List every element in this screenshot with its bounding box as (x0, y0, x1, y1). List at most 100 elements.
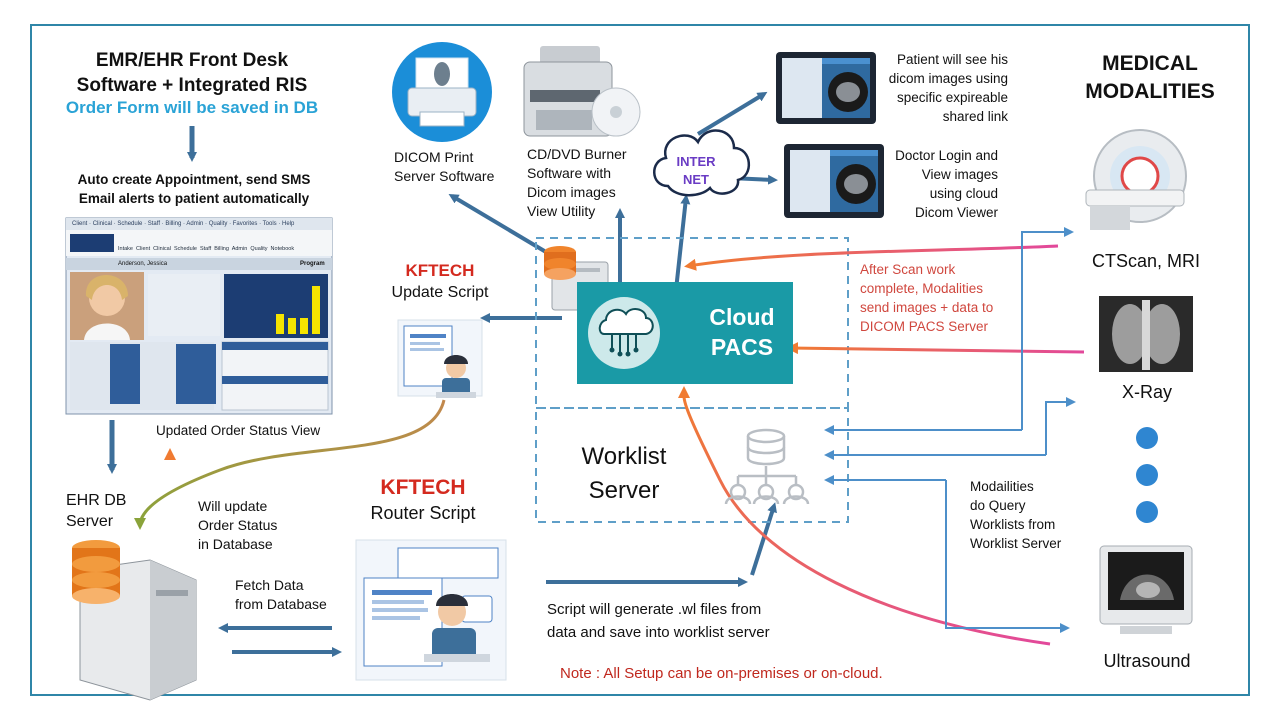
app-tool-staff[interactable]: Staff (199, 246, 212, 252)
modalities-query-note: Modailities do Query Worklists from Work… (970, 477, 1061, 553)
app-nav-favorites[interactable]: Favorites (232, 221, 258, 227)
app-nav-tools[interactable]: Tools (262, 221, 277, 227)
router-script-illustration (355, 539, 507, 681)
fetch-line2: from Database (235, 596, 327, 612)
app-nav-schedule[interactable]: Schedule (117, 221, 143, 227)
arrow-xray-to-pacs (786, 342, 1085, 355)
scan-line1: After Scan work (860, 262, 956, 277)
ehr-app-screenshot (65, 217, 333, 415)
doctor-line2: View images (921, 167, 998, 182)
doctor-line1: Doctor Login and (895, 148, 998, 163)
worklist-boundary (535, 407, 849, 523)
ultrasound-label: Ultrasound (1103, 651, 1191, 671)
patient-viewer-tablet-icon (776, 52, 876, 124)
internet-label: INTER NET (664, 153, 728, 189)
query-line-xray (1045, 397, 1076, 455)
modality-dots (1136, 427, 1158, 523)
internet-line1: INTER (676, 154, 716, 169)
app-tool-quality[interactable]: Quality (250, 246, 268, 252)
script-generate-note: Script will generate .wl files from data… (547, 598, 770, 644)
ehr-db-label: EHR DB Server (66, 490, 126, 532)
will-update-line3: in Database (198, 536, 273, 552)
emr-title-line1: EMR/EHR Front Desk (95, 50, 289, 71)
query-line4: Worklist Server (970, 536, 1062, 551)
router-script-brand: KFTECH (380, 476, 466, 499)
cloud-pacs-line1: Cloud (709, 304, 775, 330)
app-tool-schedule[interactable]: Schedule (173, 246, 197, 252)
app-nav-admin[interactable]: Admin (186, 221, 204, 227)
cloud-pacs-label: Cloud PACS (692, 302, 792, 362)
app-tool-client[interactable]: Client (136, 246, 151, 252)
app-nav-staff[interactable]: Staff (147, 221, 160, 227)
modalities-title-line1: MEDICAL (1102, 52, 1198, 75)
arrow-internet-to-patient (696, 91, 768, 136)
ultrasound-monitor-icon (1099, 545, 1193, 634)
worklist-server-label: Worklist Server (556, 440, 692, 508)
query-line3: Worklists from (970, 517, 1056, 532)
ehr-db-label-line1: EHR DB (66, 492, 127, 509)
query-line-ultrasound (945, 480, 1070, 633)
query-line2: do Query (970, 498, 1026, 513)
doctor-line4: Dicom Viewer (914, 205, 998, 220)
cd-burner-icon (523, 46, 641, 137)
app-nav-bar: Client · Clinical · Schedule · Staff · B… (72, 221, 295, 227)
cd-line1: CD/DVD Burner (527, 146, 627, 162)
doctor-view-text: Doctor Login and View images using cloud… (870, 146, 998, 222)
cd-burner-label: CD/DVD Burner Software with Dicom images… (527, 145, 627, 221)
app-nav-clinical[interactable]: Clinical (92, 221, 113, 227)
dicom-print-label: DICOM Print Server Software (394, 148, 494, 186)
app-tool-billing[interactable]: Billing (214, 246, 229, 252)
app-nav-help[interactable]: Help (282, 221, 295, 227)
script-note-line1: Script will generate .wl files from (547, 601, 762, 618)
updated-order-status-view-label: Updated Order Status View (156, 423, 321, 438)
app-toolbar: Intake Client Clinical Schedule Staff Bi… (118, 246, 294, 253)
dicom-print-line2: Server Software (394, 168, 495, 184)
app-tool-notebook[interactable]: Notebook (270, 246, 295, 252)
emr-title-line2: Software + Integrated RIS (76, 75, 308, 96)
patient-view-text: Patient will see his dicom images using … (870, 50, 1008, 126)
scan-line3: send images + data to (860, 300, 994, 315)
update-script-illustration (397, 319, 483, 398)
ct-mri-scanner-icon (1085, 129, 1187, 230)
script-note-line2: data and save into worklist server (547, 624, 770, 641)
will-update-line2: Order Status (198, 517, 278, 533)
diagram-frame (30, 24, 1250, 696)
arrow-router-to-worklist-b (750, 502, 777, 576)
modalities-title-line2: MODALITIES (1085, 80, 1215, 103)
app-client-name: Anderson, Jessica (118, 261, 168, 267)
dicom-print-line1: DICOM Print (394, 149, 474, 165)
will-update-line1: Will update (198, 498, 268, 514)
doctor-viewer-tablet-icon (784, 144, 884, 218)
cd-line4: View Utility (527, 203, 596, 219)
patient-line3: specific expireable (896, 90, 1008, 105)
scan-line2: complete, Modalities (860, 281, 984, 296)
modalities-title: MEDICAL MODALITIES (1080, 50, 1220, 106)
app-nav-client[interactable]: Client (72, 221, 88, 227)
worklist-line1: Worklist (581, 443, 667, 470)
arrow-pacs-to-internet (674, 194, 691, 291)
emr-title: EMR/EHR Front Desk Software + Integrated… (62, 48, 322, 117)
worklist-network-icon (724, 428, 810, 505)
doctor-line3: using cloud (929, 186, 998, 201)
will-update-text: Will update Order Status in Database (198, 497, 277, 554)
app-nav-billing[interactable]: Billing (165, 221, 182, 227)
emr-subtitle: Order Form will be saved in DB (65, 98, 319, 117)
update-script-name: Update Script (391, 284, 489, 301)
app-tool-admin[interactable]: Admin (231, 246, 248, 252)
xray-image-icon (1099, 296, 1193, 372)
after-scan-note: After Scan work complete, Modalities sen… (860, 260, 993, 336)
query-line1: Modailities (970, 479, 1034, 494)
app-tool-intake[interactable]: Intake (118, 246, 133, 252)
ehr-db-label-line2: Server (66, 513, 114, 530)
xray-label: X-Ray (1121, 382, 1172, 402)
patient-line1: Patient will see his (896, 52, 1008, 67)
scan-line4: DICOM PACS Server (860, 319, 989, 334)
app-program-button[interactable]: Program (300, 261, 325, 267)
ct-mri-label: CTScan, MRI (1091, 251, 1201, 271)
auto-line2: Email alerts to patient automatically (78, 191, 310, 206)
cd-line3: Dicom images (527, 184, 616, 200)
app-tool-clinical[interactable]: Clinical (153, 246, 171, 252)
app-nav-quality[interactable]: Quality (208, 221, 228, 227)
